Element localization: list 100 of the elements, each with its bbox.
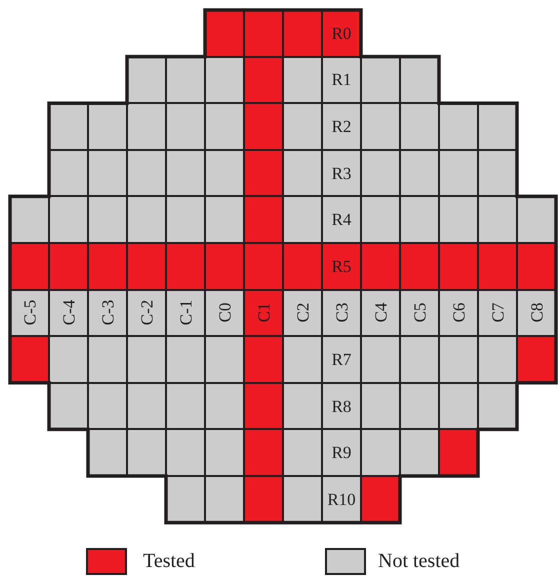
grid-cell: [166, 196, 205, 243]
grid-cell: C-4: [49, 290, 88, 336]
grid-cell: [244, 56, 283, 104]
grid-cell: C0: [205, 290, 244, 336]
grid-cell: [127, 382, 166, 430]
grid-cell: [517, 336, 556, 383]
grid-cell: R7: [322, 336, 361, 383]
grid-cell: [478, 336, 517, 383]
grid-cell: [361, 336, 400, 383]
grid-cell: [439, 243, 478, 290]
grid-cell: [88, 103, 127, 150]
grid-cell: [88, 196, 127, 243]
grid-cell: [400, 382, 439, 430]
grid-cell: [10, 196, 49, 243]
grid-cell: [400, 56, 439, 104]
grid-cell: [205, 243, 244, 290]
grid-cell: [517, 196, 556, 243]
grid-cell: [166, 382, 205, 430]
grid-cell: [205, 103, 244, 150]
grid-cell: [244, 382, 283, 430]
grid-cell: [127, 336, 166, 383]
grid-cell: C3: [322, 290, 361, 336]
grid-cell: [88, 243, 127, 290]
grid-cell: C-1: [166, 290, 205, 336]
grid-cell: [517, 243, 556, 290]
grid-cell: [49, 103, 88, 150]
grid-cell: [439, 150, 478, 196]
grid-cell: C5: [400, 290, 439, 336]
grid-cell: [166, 429, 205, 476]
grid-cell: [400, 196, 439, 243]
grid-cell: R3: [322, 150, 361, 196]
grid-cell: [400, 150, 439, 196]
grid-cell: C2: [283, 290, 322, 336]
grid-cell: [205, 56, 244, 104]
grid-cell: [205, 10, 244, 57]
grid-cell: [244, 243, 283, 290]
grid-cell: [283, 103, 322, 150]
grid-cell: R0: [322, 10, 361, 57]
grid-cell: [478, 243, 517, 290]
grid-cell: [166, 243, 205, 290]
grid-cell: [283, 382, 322, 430]
grid-cell: [205, 382, 244, 430]
grid-cell: R10: [322, 476, 361, 523]
grid-cell: [478, 150, 517, 196]
grid-cell: C7: [478, 290, 517, 336]
grid-cell: [244, 476, 283, 523]
grid-cell: [166, 476, 205, 523]
grid-cell: [205, 336, 244, 383]
legend-label: Not tested: [378, 549, 460, 573]
grid-cell: [361, 103, 400, 150]
grid-cell: C1: [244, 290, 283, 336]
grid-cell: R9: [322, 429, 361, 476]
grid-cell: [283, 10, 322, 57]
grid-cell: [127, 243, 166, 290]
grid-cell: [283, 56, 322, 104]
grid-cell: [49, 196, 88, 243]
grid-cell: [88, 382, 127, 430]
grid-cell: [439, 429, 478, 476]
grid-cell: C8: [517, 290, 556, 336]
grid-cell: [49, 150, 88, 196]
grid-cell: [400, 429, 439, 476]
grid-cell: [205, 429, 244, 476]
grid-cell: [127, 429, 166, 476]
grid-cell: [127, 103, 166, 150]
grid-cell: [244, 336, 283, 383]
grid-cell: [166, 336, 205, 383]
grid-cell: R8: [322, 382, 361, 430]
grid-cell: [361, 429, 400, 476]
grid-cell: [439, 336, 478, 383]
grid-cell: [439, 196, 478, 243]
grid-cell: [166, 103, 205, 150]
grid-cell: [283, 336, 322, 383]
grid-cell: [10, 243, 49, 290]
grid-cell: [478, 196, 517, 243]
grid-cell: C-3: [88, 290, 127, 336]
grid-cell: [127, 150, 166, 196]
grid-cell: [166, 56, 205, 104]
grid-cell: [205, 476, 244, 523]
grid-cell: [439, 103, 478, 150]
grid-cell: [361, 56, 400, 104]
grid-cell: [400, 243, 439, 290]
grid-cell: R1: [322, 56, 361, 104]
grid-cell: [10, 336, 49, 383]
grid-cell: C6: [439, 290, 478, 336]
grid-cell: [49, 243, 88, 290]
grid-cell: R2: [322, 103, 361, 150]
grid-cell: [361, 382, 400, 430]
grid-cell: [205, 150, 244, 196]
grid-cell: [166, 150, 205, 196]
grid-cell: C-2: [127, 290, 166, 336]
grid-cell: R5: [322, 243, 361, 290]
grid-cell: [244, 103, 283, 150]
grid-cell: R4: [322, 196, 361, 243]
grid-cell: [49, 336, 88, 383]
grid-cell: [400, 103, 439, 150]
grid-cell: [127, 56, 166, 104]
grid-cell: [361, 150, 400, 196]
grid-cell: [88, 429, 127, 476]
grid-cell: [283, 150, 322, 196]
grid-cell: [283, 196, 322, 243]
